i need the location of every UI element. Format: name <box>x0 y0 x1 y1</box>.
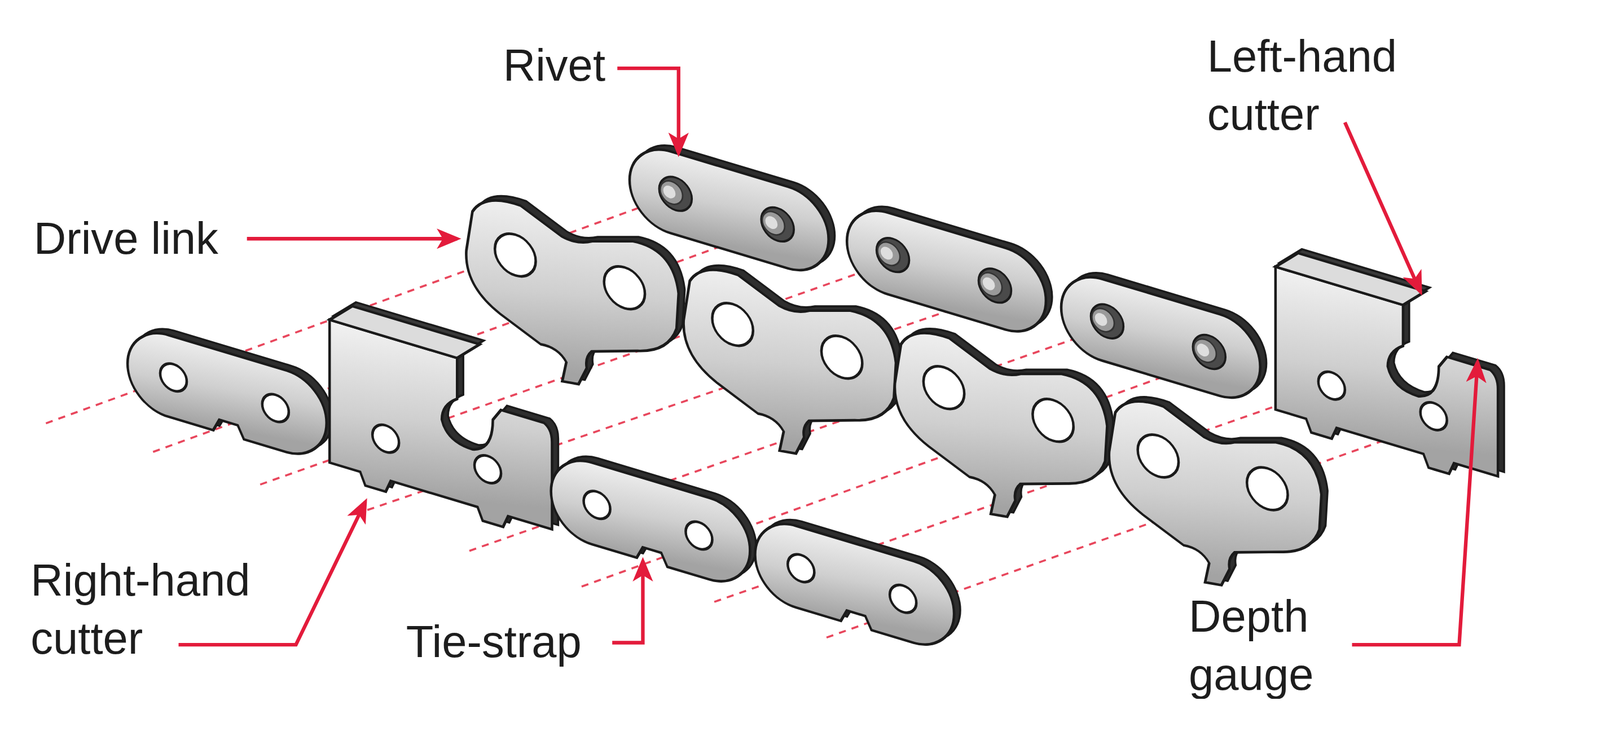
rivet-hole <box>372 421 399 456</box>
rivet-head <box>1090 300 1124 343</box>
rivet-pin <box>979 269 1002 300</box>
rivet-highlight <box>1095 311 1108 328</box>
tie-strap-face <box>551 450 751 593</box>
leader-arrow <box>1351 362 1478 645</box>
rivet-pin <box>877 239 900 269</box>
rivet-hole <box>1246 462 1288 516</box>
left-hand-cutter <box>1275 241 1505 491</box>
rivet-head <box>1192 330 1226 373</box>
tie-strap-face <box>754 513 955 656</box>
part-label: Rivet <box>503 35 708 94</box>
leader-arrow <box>617 68 679 153</box>
rivet-head <box>978 264 1012 307</box>
rivet-hole <box>1420 398 1448 434</box>
rivet-head <box>876 234 910 277</box>
leader-arrow <box>612 561 643 644</box>
part-label: Tie-strap <box>406 612 631 671</box>
rivet-hole <box>821 330 863 384</box>
rivet-highlight <box>1197 342 1210 359</box>
drive-link <box>466 182 685 419</box>
tie-strap <box>754 507 961 658</box>
leader-arrow <box>247 236 458 241</box>
top-plate <box>329 299 480 366</box>
rivet-highlight <box>982 275 996 292</box>
rivet-pin <box>660 178 683 208</box>
part-label: Left-hand cutter <box>1207 26 1443 143</box>
part-label: Drive link <box>33 209 300 268</box>
tie-strap-face <box>127 322 327 465</box>
rivet-pin <box>762 208 785 239</box>
rivet-hole <box>494 228 536 282</box>
rivet-hole <box>787 551 815 586</box>
part-label: Right-hand cutter <box>30 551 276 668</box>
rivet-pin <box>1091 305 1115 336</box>
drive-link-face <box>683 258 896 486</box>
rivet-hole <box>1137 429 1179 483</box>
leader-arrow <box>1344 122 1421 292</box>
rivet-pin <box>1193 336 1217 366</box>
rivet-highlight <box>663 183 676 200</box>
rivet-hole <box>1032 393 1074 447</box>
rivet-hole <box>685 518 712 553</box>
rivet-hole <box>889 581 917 617</box>
tie-strap <box>551 444 757 595</box>
rivet-hole <box>1318 368 1345 403</box>
part-label: Depth gauge <box>1188 586 1352 703</box>
drive-link-face <box>1109 390 1322 618</box>
tie-strap <box>127 317 333 467</box>
drive-link <box>1109 384 1328 620</box>
rivet-hole <box>604 261 645 315</box>
drive-link-face <box>894 321 1107 549</box>
rivet-highlight <box>765 214 778 231</box>
rivet-highlight <box>880 245 894 262</box>
rivet-hole <box>583 488 611 523</box>
rivet-hole <box>160 360 187 395</box>
rivet-hole <box>474 451 501 487</box>
drive-link <box>894 315 1114 552</box>
rivet-hole <box>711 297 753 351</box>
drive-link <box>683 252 903 488</box>
rivet-hole <box>262 390 289 426</box>
drive-link-face <box>466 188 679 417</box>
rivet-hole <box>923 361 965 415</box>
rivet-head <box>658 172 692 215</box>
rivet-head <box>761 203 794 246</box>
